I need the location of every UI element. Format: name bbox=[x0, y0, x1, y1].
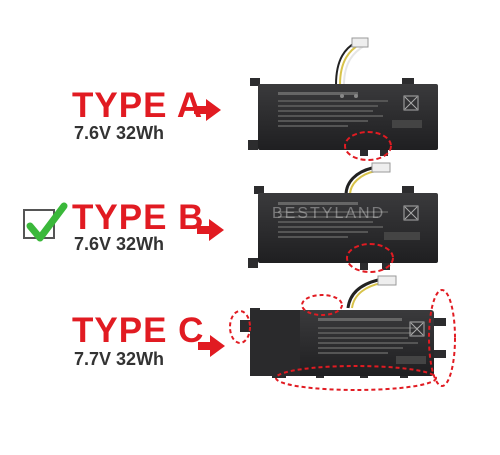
highlight-ellipse-c-right bbox=[428, 289, 456, 387]
highlight-ellipse-c-left bbox=[229, 310, 251, 344]
type-b-capacity: 32Wh bbox=[116, 234, 165, 254]
battery-type-b bbox=[248, 162, 438, 270]
type-a-spec: 7.6V 32Wh bbox=[74, 124, 164, 142]
type-c-capacity: 32Wh bbox=[116, 349, 165, 369]
type-b-spec: 7.6V 32Wh bbox=[74, 235, 164, 253]
type-a-capacity: 32Wh bbox=[116, 123, 165, 143]
type-c-spec: 7.7V 32Wh bbox=[74, 350, 164, 368]
arrow-right-icon-b bbox=[197, 219, 224, 241]
type-a-voltage: 7.6V bbox=[74, 123, 112, 143]
type-b-title: TYPE B bbox=[72, 198, 205, 237]
arrow-right-icon-c bbox=[198, 335, 225, 357]
type-a-title: TYPE A bbox=[72, 86, 204, 125]
type-b-voltage: 7.6V bbox=[74, 234, 112, 254]
watermark-text: BESTYLAND bbox=[272, 205, 385, 222]
battery-type-c bbox=[240, 275, 446, 378]
highlight-ellipse-c-bottom bbox=[275, 365, 437, 391]
highlight-ellipse-a bbox=[344, 131, 392, 161]
arrow-right-icon-a bbox=[194, 99, 221, 121]
check-icon bbox=[23, 202, 68, 242]
type-c-title: TYPE C bbox=[72, 311, 205, 350]
type-c-voltage: 7.7V bbox=[74, 349, 112, 369]
battery-type-a bbox=[248, 37, 438, 156]
highlight-ellipse-c-top bbox=[301, 294, 343, 316]
highlight-ellipse-b bbox=[346, 243, 394, 273]
